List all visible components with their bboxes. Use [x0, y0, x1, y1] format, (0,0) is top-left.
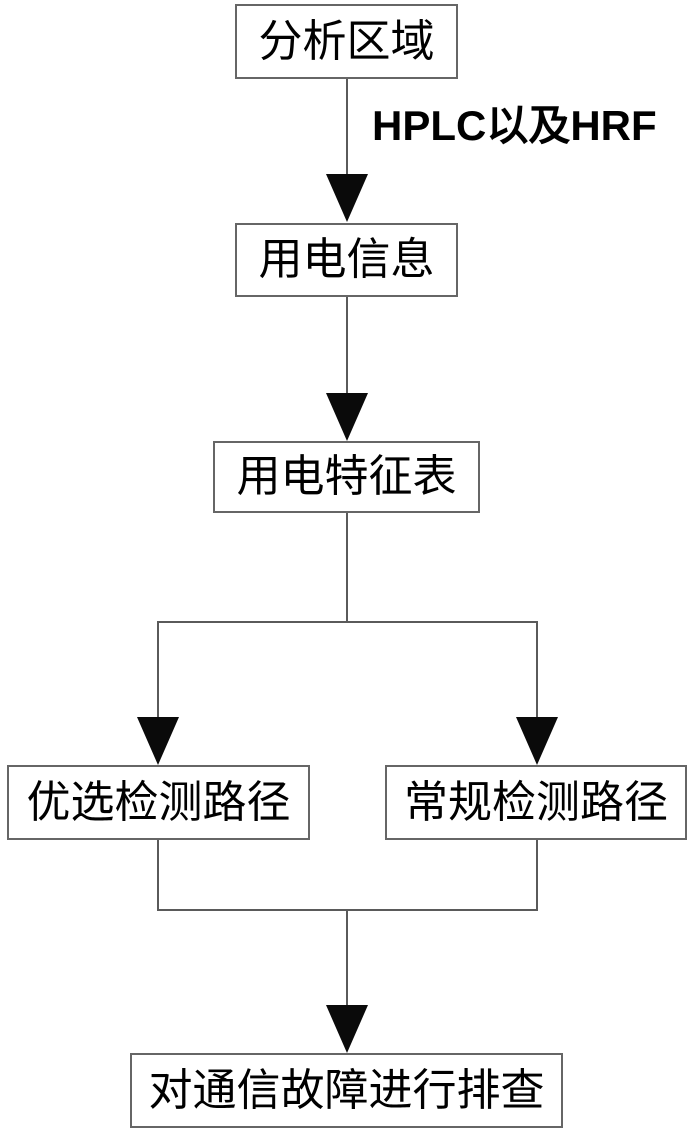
- node-conventional-detection-path-label: 常规检测路径: [404, 776, 668, 828]
- node-analysis-area: 分析区域: [235, 4, 458, 79]
- arrowhead-down-icon: [516, 717, 558, 765]
- node-power-usage-feature-table-label: 用电特征表: [236, 451, 457, 502]
- node-power-usage-info-label: 用电信息: [258, 234, 435, 285]
- edge-label-hplc-hrf: HPLC以及HRF: [372, 102, 657, 149]
- arrowhead-down-icon: [326, 174, 368, 222]
- node-preferred-detection-path: 优选检测路径: [7, 765, 310, 840]
- node-conventional-detection-path: 常规检测路径: [385, 765, 687, 840]
- node-preferred-detection-path-label: 优选检测路径: [26, 776, 291, 828]
- arrowhead-down-icon: [326, 393, 368, 441]
- node-analysis-area-label: 分析区域: [258, 15, 435, 67]
- node-power-usage-feature-table: 用电特征表: [213, 441, 480, 513]
- node-power-usage-info: 用电信息: [235, 223, 458, 297]
- node-troubleshoot-communication-faults-label: 对通信故障进行排查: [148, 1064, 545, 1116]
- arrowhead-down-icon: [137, 717, 179, 765]
- node-troubleshoot-communication-faults: 对通信故障进行排查: [130, 1053, 563, 1128]
- arrowhead-down-icon: [326, 1005, 368, 1053]
